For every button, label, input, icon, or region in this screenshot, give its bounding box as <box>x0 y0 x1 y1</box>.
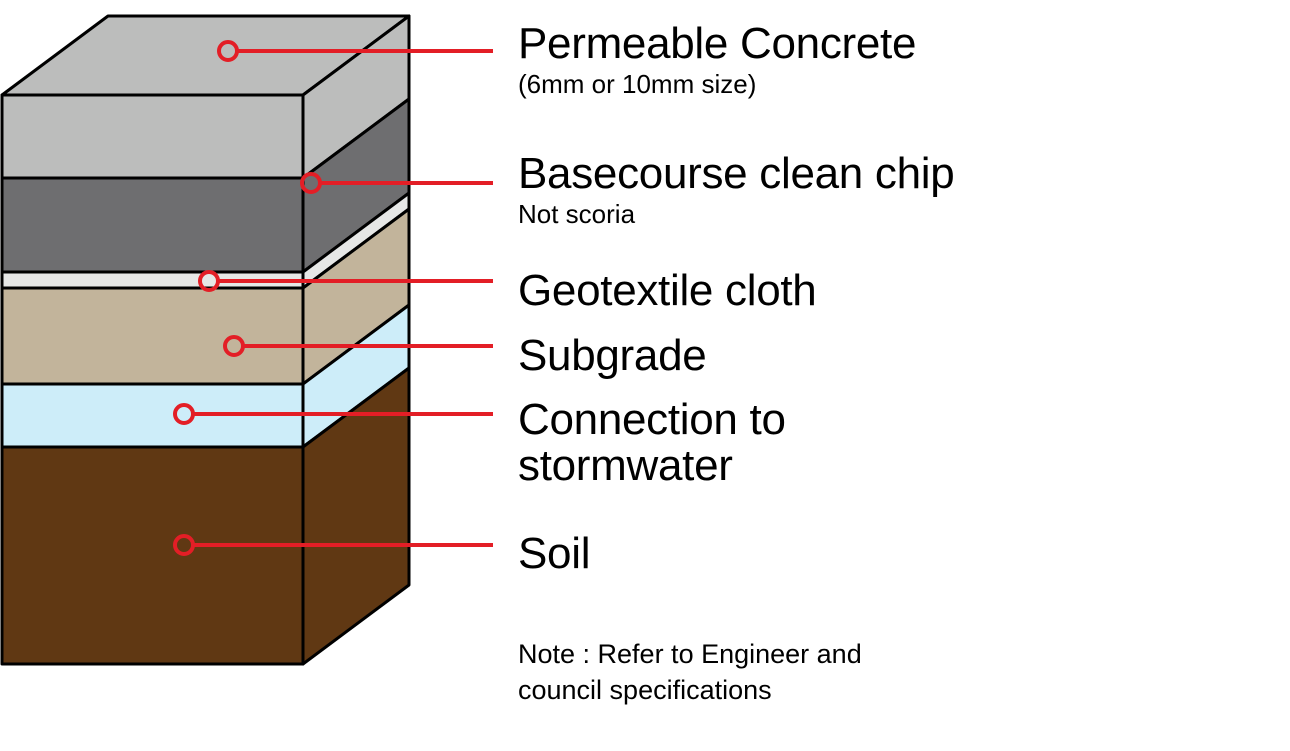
label-soil: Soil <box>518 529 591 578</box>
front-face-subgrade <box>0 286 305 386</box>
note: Note : Refer to Engineer and council spe… <box>518 636 862 708</box>
front-face-soil <box>0 445 305 666</box>
leader-marker-geotextile <box>198 270 220 292</box>
leader-marker-permeable-concrete <box>217 40 239 62</box>
side-face-soil <box>301 366 411 666</box>
label-subgrade: Subgrade <box>518 331 707 380</box>
sublabel-basecourse: Not scoria <box>518 199 636 229</box>
front-face-permeable-concrete <box>0 93 305 180</box>
label-geotextile: Geotextile cloth <box>518 266 817 315</box>
sublabel-permeable-concrete: (6mm or 10mm size) <box>518 69 757 99</box>
note-line-1: Note : Refer to Engineer and <box>518 639 862 669</box>
label-permeable-concrete: Permeable Concrete <box>518 19 917 68</box>
label-stormwater-line2: stormwater <box>518 441 733 490</box>
label-stormwater-line1: Connection to <box>518 395 786 444</box>
leader-marker-soil <box>173 534 195 556</box>
leader-marker-stormwater <box>173 403 195 425</box>
front-face-basecourse <box>0 176 305 274</box>
note-line-2: council specifications <box>518 675 772 705</box>
leader-marker-subgrade <box>223 335 245 357</box>
leader-marker-basecourse <box>300 172 322 194</box>
label-basecourse: Basecourse clean chip <box>518 149 955 198</box>
